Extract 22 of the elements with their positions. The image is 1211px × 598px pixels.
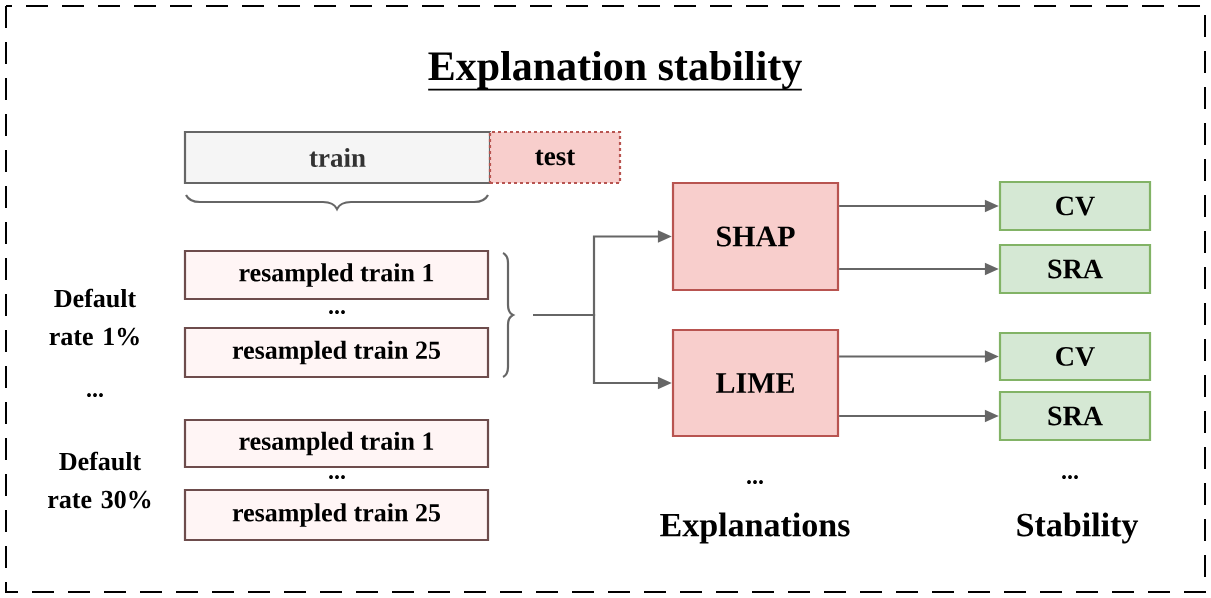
rate-label: Default rate 1% [49, 288, 139, 346]
resample-box: resampled train 1 [183, 249, 490, 301]
method-box: LIME [671, 328, 840, 438]
metric-box: CV [998, 180, 1152, 232]
metric-box: CV [998, 331, 1152, 382]
ellipsis: ... [329, 310, 345, 314]
train-segment: train [183, 130, 492, 185]
ellipsis: ... [87, 393, 103, 397]
rate-label: Default rate 30% [48, 451, 151, 509]
ellipsis: ... [1062, 475, 1078, 479]
resample-box: resampled train 25 [183, 326, 490, 379]
method-box: SHAP [671, 181, 840, 292]
column-heading: Explanations [660, 512, 850, 544]
ellipsis: ... [747, 480, 763, 484]
resample-box: resampled train 25 [183, 488, 490, 542]
metric-box: SRA [998, 243, 1152, 295]
title: Explanation stability [427, 50, 803, 91]
test-segment: test [488, 130, 622, 185]
column-heading: Stability [1017, 512, 1139, 544]
ellipsis: ... [329, 475, 345, 479]
resample-box: resampled train 1 [183, 418, 490, 469]
metric-box: SRA [998, 390, 1152, 442]
